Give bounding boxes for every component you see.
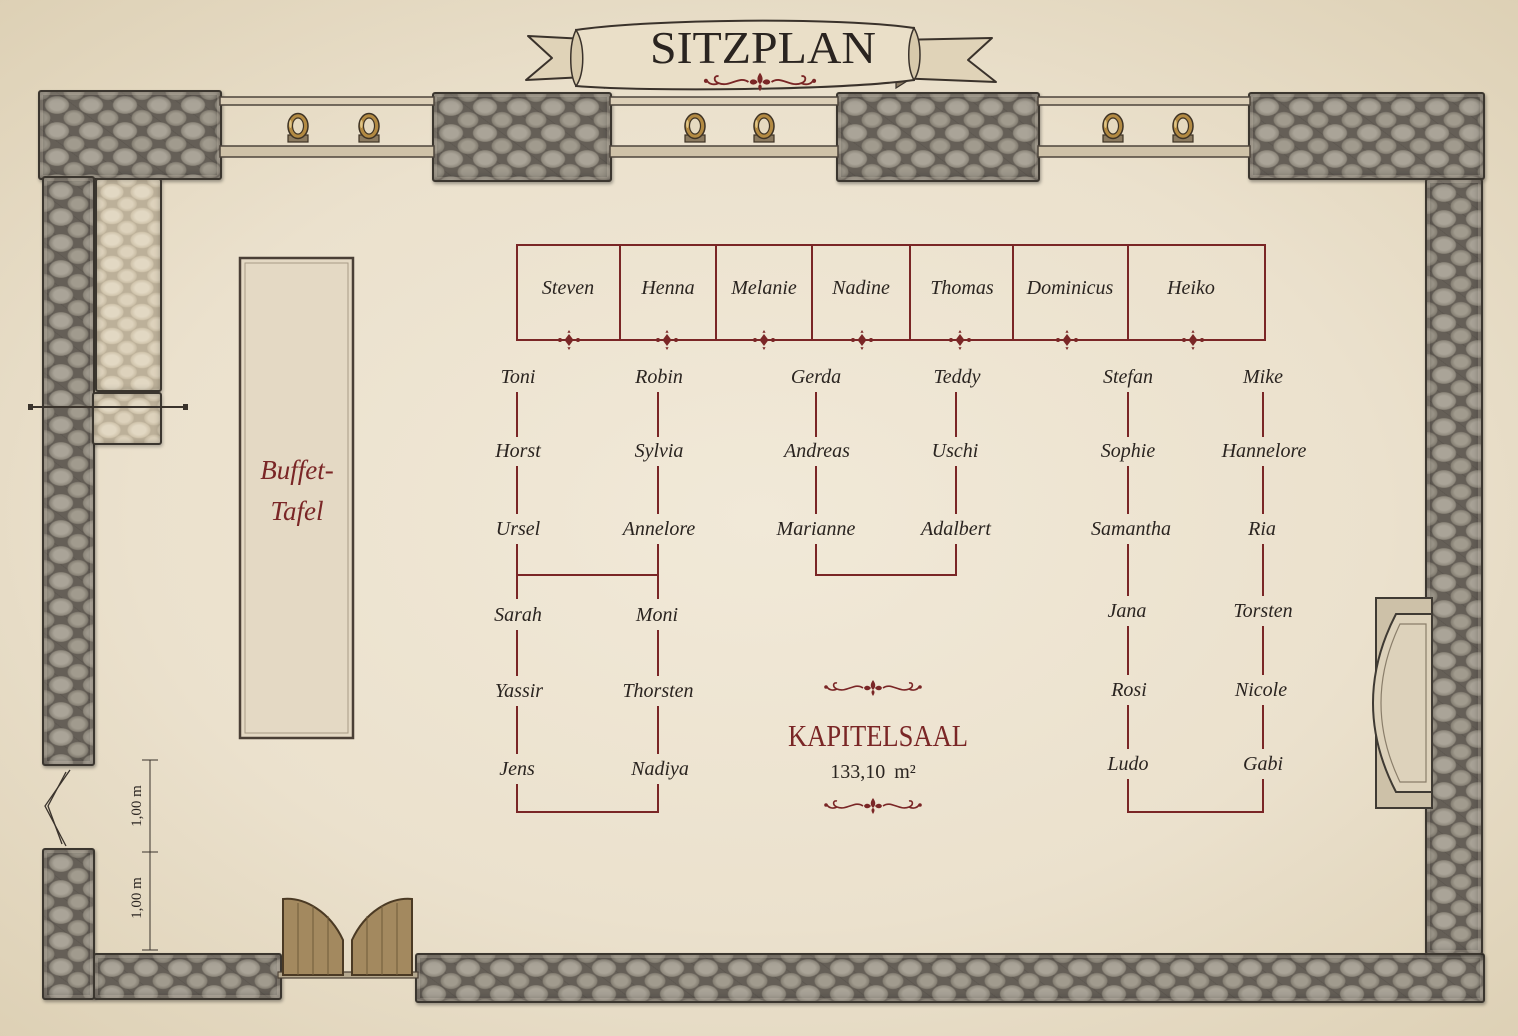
chimney-rod (28, 404, 188, 410)
diamond-ornament-icon (949, 330, 971, 350)
stone-wall-bottom (415, 953, 1485, 1003)
flourish-icon (823, 679, 923, 697)
guest-name: Thomas (930, 277, 994, 299)
window-rail (609, 96, 839, 106)
room-name: KAPITELSAAL (788, 718, 968, 753)
hearth-niche (1372, 597, 1433, 809)
door-icon (282, 897, 344, 976)
title-banner: SITZPLAN (525, 19, 997, 93)
guest-name: Torsten (1233, 600, 1292, 622)
buffet-label-line1: Buffet- (260, 455, 333, 485)
diamond-ornament-icon (1182, 330, 1204, 350)
guest-name: Mike (1242, 366, 1283, 388)
dimension-marker: 1,00 m 1,00 m (129, 759, 158, 951)
guest-name: Robin (634, 366, 683, 388)
guest-name: Ludo (1106, 753, 1148, 775)
guest-name: Gerda (791, 366, 841, 388)
window-rail (1037, 96, 1251, 106)
guest-name: Annelore (621, 518, 696, 540)
window-ring-icon (1172, 112, 1194, 143)
stone-wall-top-pier (432, 92, 612, 182)
guest-name: Toni (501, 366, 536, 388)
guest-name: Gabi (1243, 753, 1283, 775)
guest-name: Adalbert (919, 518, 991, 540)
window-ring-icon (1102, 112, 1124, 143)
room-label: KAPITELSAAL 133,10 m² (788, 679, 968, 815)
guest-name: Samantha (1091, 518, 1171, 540)
window-rail (219, 96, 435, 106)
diamond-ornament-icon (851, 330, 873, 350)
window-ring-icon (684, 112, 706, 143)
guest-name: Jana (1108, 600, 1147, 622)
stone-wall-right (1425, 178, 1483, 955)
guest-name: Jens (499, 758, 535, 780)
center-table-outline (815, 392, 957, 576)
guest-name: Uschi (932, 440, 979, 462)
right-table: Stefan Sophie Samantha Jana Rosi Ludo Mi… (1091, 366, 1307, 813)
guest-name: Ria (1247, 518, 1276, 540)
guest-name: Steven (542, 277, 594, 299)
guest-name: Moni (635, 604, 678, 626)
window-ring-icon (358, 112, 380, 143)
dimension-label: 1,00 m (129, 785, 145, 827)
window-ring-icon (287, 112, 309, 143)
guest-name: Melanie (730, 277, 797, 299)
buffet-table: Buffet- Tafel (238, 256, 355, 740)
window-sill (609, 145, 839, 158)
window-sill (1037, 145, 1251, 158)
buffet-label-line2: Tafel (270, 496, 323, 526)
side-door-swing (44, 769, 71, 847)
door-threshold (277, 971, 419, 979)
flourish-icon (823, 797, 923, 815)
guest-name: Sophie (1101, 440, 1156, 462)
diamond-ornament-icon (656, 330, 678, 350)
guest-name: Nicole (1234, 679, 1287, 701)
dimension-label: 1,00 m (129, 877, 145, 919)
window-ring-icon (753, 112, 775, 143)
guest-name: Hannelore (1221, 440, 1307, 462)
chimney-breast (95, 178, 162, 392)
guest-name: Marianne (776, 518, 856, 540)
diamond-ornament-icon (1056, 330, 1078, 350)
entrance-doors (277, 897, 419, 979)
guest-name: Sylvia (635, 440, 684, 462)
diamond-ornament-icon (753, 330, 775, 350)
guest-name: Thorsten (622, 680, 693, 702)
left-table: Toni Horst Ursel Sarah Yassir Jens Robin… (494, 366, 696, 813)
guest-name: Rosi (1110, 679, 1147, 701)
stone-wall-corner-top-left (38, 90, 222, 180)
guest-name: Ursel (496, 518, 541, 540)
stone-wall-left-lower (42, 848, 95, 1000)
right-table-outline (1127, 392, 1264, 813)
left-table-outline (516, 392, 659, 813)
center-table: Gerda Andreas Marianne Teddy Uschi Adalb… (776, 366, 991, 576)
windows (219, 96, 1251, 158)
stone-wall-left-upper (42, 176, 95, 766)
stone-wall-corner-top-right (1248, 92, 1485, 180)
head-table-outline (516, 244, 1266, 341)
page-title: SITZPLAN (650, 22, 876, 73)
chimney-base (92, 392, 162, 445)
door-icon (351, 897, 413, 976)
guest-name: Horst (494, 440, 541, 462)
guest-name: Dominicus (1026, 277, 1114, 299)
dimension-line (142, 759, 158, 951)
window-sill (219, 145, 435, 158)
guest-name: Nadiya (630, 758, 689, 780)
diamond-ornament-icon (558, 330, 580, 350)
guest-name: Heiko (1166, 277, 1215, 299)
guest-name: Sarah (494, 604, 542, 626)
stone-wall-top-pier (836, 92, 1040, 182)
room-area: 133,10 m² (830, 761, 916, 783)
head-table: Steven Henna Melanie Nadine Thomas Domin… (516, 244, 1266, 350)
guest-name: Nadine (831, 277, 890, 299)
guest-name: Henna (640, 277, 694, 299)
guest-name: Teddy (933, 366, 980, 388)
guest-name: Andreas (782, 440, 850, 462)
guest-name: Yassir (495, 680, 543, 702)
guest-name: Stefan (1103, 366, 1153, 388)
